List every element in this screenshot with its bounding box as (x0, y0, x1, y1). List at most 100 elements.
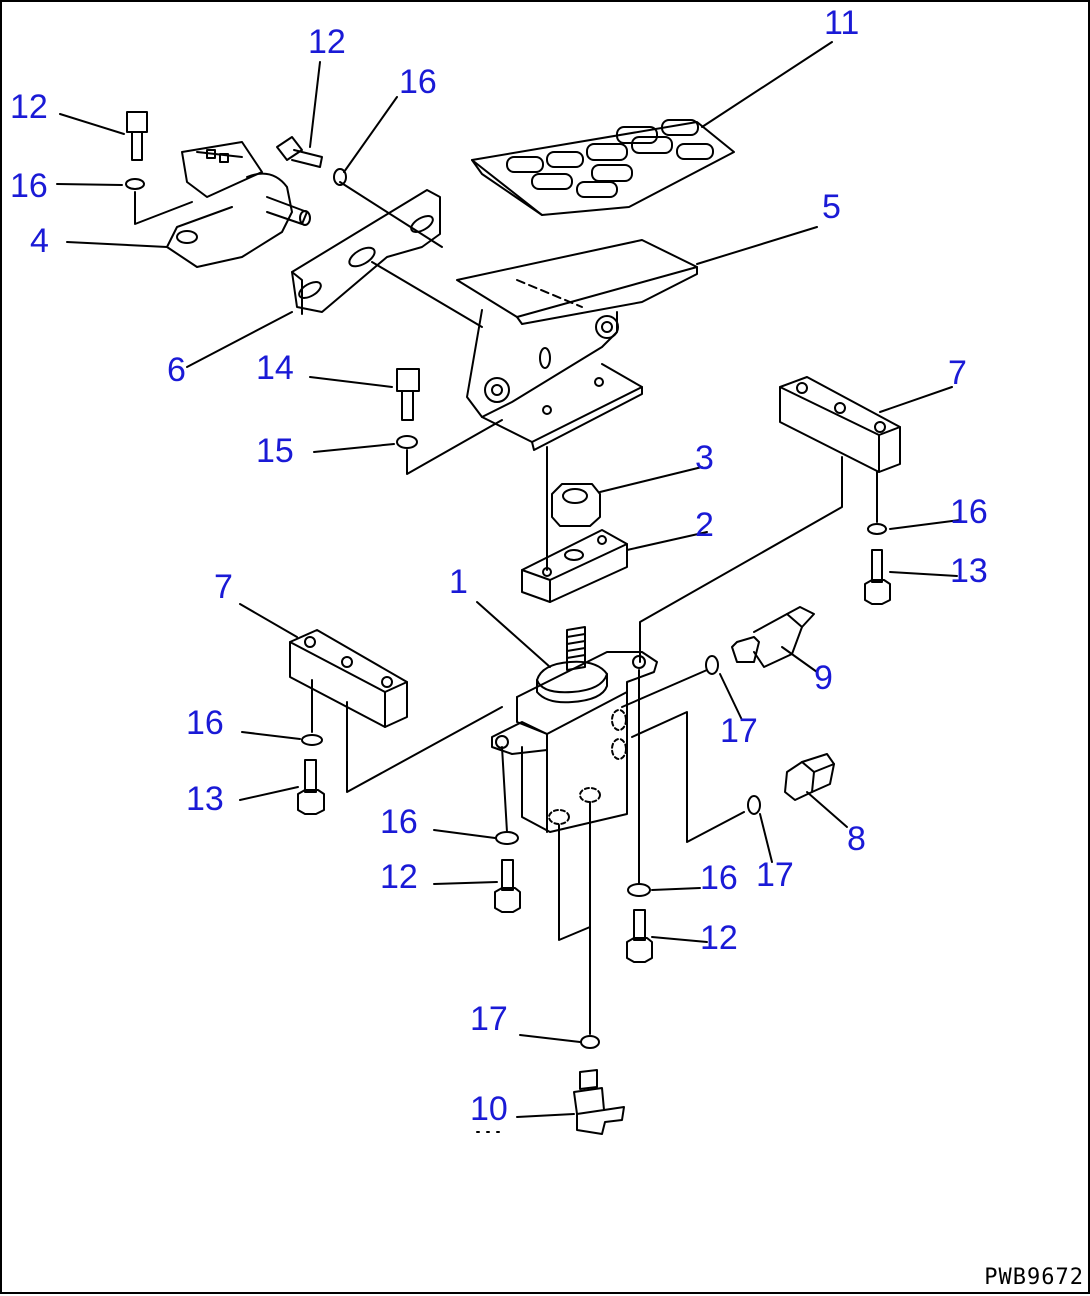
part-12-bolt-top (276, 136, 323, 168)
leader-7a (879, 386, 953, 413)
leader-17b (759, 813, 773, 863)
leader-4 (66, 241, 168, 248)
leader-12d (651, 936, 708, 943)
assembly-line-8 (631, 711, 745, 843)
leader-12c (433, 881, 498, 885)
part-11-pedal-pad (471, 119, 735, 216)
leader-12b (309, 61, 321, 148)
callout-12: 12 (10, 88, 48, 126)
part-9-fitting (731, 606, 815, 668)
leader-15 (313, 443, 395, 453)
leader-1 (476, 601, 551, 668)
callout-13: 13 (950, 552, 988, 590)
leader-17a (719, 673, 743, 721)
callout-8: 8 (847, 820, 866, 858)
part-17-oring-b (747, 795, 761, 815)
assembly-line-9 (621, 669, 708, 708)
callout-6: 6 (167, 351, 186, 389)
leader-16f (651, 887, 701, 891)
assembly-line-1-left (501, 746, 508, 833)
callout-12: 12 (380, 858, 418, 896)
callout-12: 12 (700, 919, 738, 957)
callout-15: 15 (256, 432, 294, 470)
callout-5: 5 (822, 188, 841, 226)
assembly-line-7a-body (639, 456, 843, 663)
part-16-washer-right (867, 523, 887, 535)
callout-3: 3 (695, 439, 714, 477)
callout-4: 4 (30, 222, 49, 260)
part-17-oring-a (705, 655, 719, 675)
part-1-valve-body (491, 626, 658, 833)
part-12-bolt-bottom-right (626, 909, 653, 963)
part-16-washer-bottom-right (627, 883, 651, 897)
callout-16: 16 (380, 803, 418, 841)
leader-16e (433, 829, 496, 839)
leader-14 (309, 376, 393, 388)
leader-8 (806, 791, 848, 828)
callout-17: 17 (720, 712, 758, 750)
assembly-line-7b-body (346, 701, 503, 793)
part-12-bolt-topleft (126, 111, 148, 161)
part-10-elbow (573, 1069, 625, 1135)
leader-13b (239, 786, 299, 801)
part-16-washer-left (301, 734, 323, 746)
leader-16d (241, 731, 301, 740)
leader-11 (701, 41, 833, 128)
leader-2 (626, 531, 708, 551)
leader-13a (889, 571, 958, 577)
callout-9: 9 (814, 659, 833, 697)
callout-11: 11 (824, 4, 860, 42)
part-4-hinge-bracket (166, 141, 311, 268)
callout-17: 17 (756, 856, 794, 894)
part-13-bolt-right (864, 549, 891, 605)
callout-16: 16 (399, 63, 437, 101)
part-16-washer-bottom-left (495, 831, 519, 845)
callout-2: 2 (695, 506, 714, 544)
assembly-line-4 (134, 191, 193, 225)
leader-16b (343, 96, 398, 173)
part-5-pedal-bracket (456, 239, 698, 451)
leader-3 (599, 466, 703, 493)
callout-16: 16 (186, 704, 224, 742)
callout-12: 12 (308, 23, 346, 61)
part-7-block-right (779, 376, 901, 473)
callout-13: 13 (186, 780, 224, 818)
leader-6-bracket (371, 261, 483, 328)
assembly-line-10 (558, 801, 591, 941)
callout-16: 16 (10, 167, 48, 205)
part-15-washer (396, 435, 418, 449)
drawing-code: PWB9672 (984, 1265, 1084, 1290)
part-14-bolt (396, 368, 420, 421)
callout-7: 7 (948, 354, 967, 392)
part-12-bolt-bottom-left (494, 859, 521, 913)
callout-1: 1 (449, 563, 468, 601)
part-13-bolt-left (297, 759, 325, 815)
callout-10: 10 (470, 1090, 508, 1128)
callout-16: 16 (950, 493, 988, 531)
leader-16c (889, 519, 961, 530)
part-6-link-plate (291, 189, 441, 315)
callout-16: 16 (700, 859, 738, 897)
callout-14: 14 (256, 349, 294, 387)
callout-17: 17 (470, 1000, 508, 1038)
part-7-block-left (289, 629, 408, 728)
part-17-oring-c (580, 1035, 600, 1049)
part-16-washer-topleft (125, 178, 145, 190)
leader-16a-link (339, 181, 443, 248)
leader-5 (696, 226, 818, 265)
leader-6 (186, 311, 293, 368)
part-3-spacer (551, 483, 601, 527)
leader-10 (516, 1113, 575, 1118)
part-2-block (521, 529, 628, 603)
leader-9 (781, 646, 818, 673)
part-16-washer-top (333, 168, 347, 186)
leader-16a (56, 183, 123, 186)
leader-7b (239, 603, 298, 638)
assembly-line-14 (406, 419, 503, 475)
callout-7: 7 (214, 568, 233, 606)
leader-17c (519, 1034, 581, 1043)
leader-12a (59, 113, 125, 135)
part-8-fitting (784, 753, 835, 801)
